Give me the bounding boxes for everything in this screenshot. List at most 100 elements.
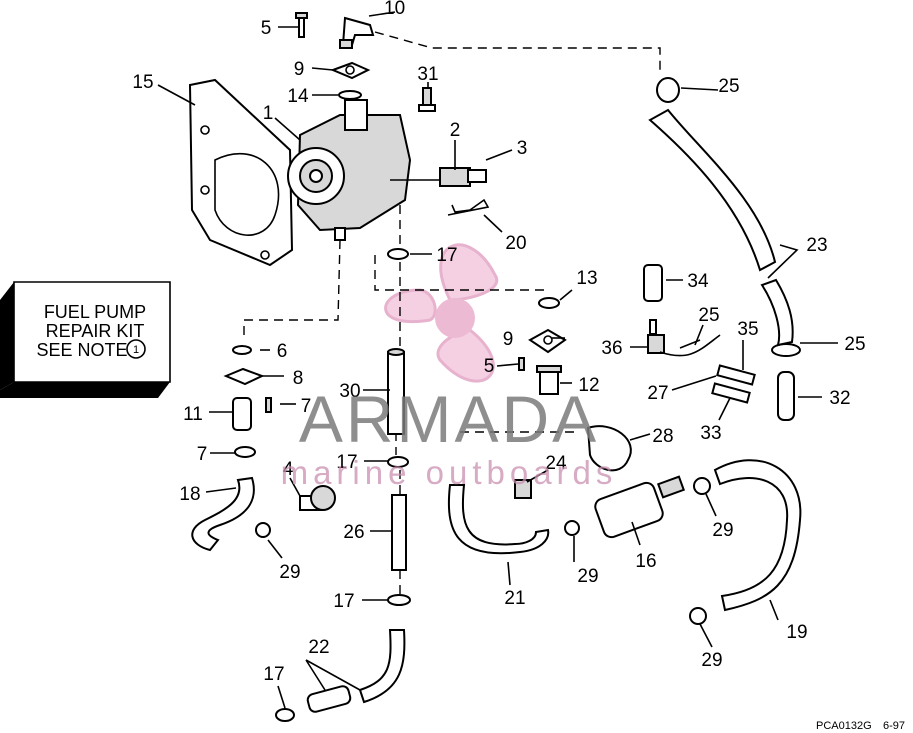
leader-lines [157, 11, 838, 709]
part-18-hose [191, 476, 255, 552]
callout-17a: 17 [436, 245, 457, 266]
callout-16: 16 [635, 551, 656, 572]
callout-12: 12 [578, 375, 599, 396]
callout-30: 30 [339, 381, 360, 402]
callout-1: 1 [263, 103, 274, 124]
part-16-fuel-filter [594, 475, 686, 539]
kit-line-2: REPAIR KIT [46, 321, 145, 341]
callout-19: 19 [786, 622, 807, 643]
part-12-filter-cap [536, 365, 562, 395]
part-11-valve [232, 397, 252, 431]
callout-25a: 25 [718, 76, 739, 97]
part-22-hose [306, 629, 406, 713]
part-13-oring [538, 297, 560, 309]
callout-25b: 25 [698, 305, 719, 326]
callout-8: 8 [293, 368, 304, 389]
part-26-fitting [391, 494, 407, 571]
kit-line-3: SEE NOTE [36, 340, 127, 360]
callout-17d: 17 [263, 664, 284, 685]
armada-propeller-logo [384, 243, 499, 383]
callout-5: 5 [261, 18, 272, 39]
part-36-tee-fitting [647, 319, 665, 354]
part-34-plug [643, 264, 663, 302]
drawing-footer: PCA0132G 6-97 [816, 720, 905, 732]
part-17-clamp-d [275, 708, 295, 722]
part-23-hose [648, 108, 794, 347]
kit-line-1: FUEL PUMP [44, 302, 146, 322]
part-32-fitting [777, 371, 795, 421]
part-7-screw [265, 397, 272, 413]
callout-27: 27 [647, 383, 668, 404]
part-19-hose [713, 459, 802, 612]
callout-34: 34 [687, 271, 709, 292]
watermark-tagline: marine outboards [281, 454, 618, 491]
part-17-clamp-b [387, 456, 409, 468]
part-9-gasket-top [330, 61, 371, 80]
part-17-clamp-c [387, 594, 411, 606]
part-20-clip [447, 198, 490, 216]
part-27-line [659, 334, 721, 357]
callout-31: 31 [417, 64, 438, 85]
kit-note-number: 1 [133, 344, 139, 356]
callout-7b: 7 [197, 444, 208, 465]
callout-35: 35 [737, 319, 758, 340]
drawing-date: 6-97 [883, 720, 905, 732]
part-35-33-hoses [711, 364, 756, 404]
part-17-clamp-a [387, 248, 409, 260]
part-24-clip [514, 479, 532, 499]
callout-9b: 9 [503, 329, 514, 350]
part-21-hose [447, 484, 550, 555]
callout-14: 14 [287, 86, 309, 107]
part-6-oring [232, 345, 252, 355]
part-5-screw-top [295, 12, 308, 38]
part-2-3-fitting [439, 167, 487, 187]
part-15-bracket [188, 78, 294, 267]
part-31-screw [418, 87, 436, 112]
callout-4: 4 [283, 459, 294, 480]
callout-13: 13 [576, 268, 597, 289]
routing-dashes [243, 31, 661, 595]
callout-17c: 17 [333, 591, 354, 612]
callout-5b: 5 [484, 356, 495, 377]
callout-23: 23 [806, 235, 827, 256]
callout-36: 36 [601, 338, 622, 359]
part-29-clamps [255, 477, 711, 625]
callout-29d: 29 [701, 650, 722, 671]
callout-25c: 25 [844, 334, 865, 355]
callout-11: 11 [183, 404, 203, 425]
part-8-gasket [223, 367, 265, 386]
part-9-gasket-mid [528, 328, 567, 354]
callout-7a: 7 [301, 396, 312, 417]
callout-26: 26 [343, 522, 364, 543]
drawing-code: PCA0132G [816, 720, 872, 732]
part-30-tube [387, 348, 405, 435]
part-7-clamp [234, 446, 256, 458]
callout-29a: 29 [279, 562, 300, 583]
part-5-screw-mid [518, 357, 525, 371]
watermark-brand: ARMADA [299, 382, 599, 456]
callout-17b: 17 [336, 452, 357, 473]
callout-10: 10 [384, 0, 405, 19]
part-25-clamps [656, 77, 801, 357]
callout-9: 9 [294, 59, 305, 80]
part-14-oring [338, 90, 362, 100]
callout-24: 24 [545, 453, 567, 474]
callout-2: 2 [450, 120, 461, 141]
callout-21: 21 [504, 588, 525, 609]
callout-20: 20 [505, 233, 526, 254]
part-28-bracket [586, 425, 632, 472]
callout-22: 22 [308, 637, 329, 658]
part-10-elbow-fitting [339, 16, 375, 49]
callout-18: 18 [179, 484, 200, 505]
callout-33: 33 [700, 423, 721, 444]
callout-29b: 29 [577, 566, 598, 587]
callout-32: 32 [829, 388, 850, 409]
part-1-fuel-pump [287, 99, 440, 241]
armada-watermark: ARMADA marine outboards [281, 382, 618, 491]
callout-3: 3 [517, 138, 528, 159]
callout-15: 15 [132, 72, 153, 93]
callout-6: 6 [277, 341, 288, 362]
callout-28: 28 [652, 426, 673, 447]
